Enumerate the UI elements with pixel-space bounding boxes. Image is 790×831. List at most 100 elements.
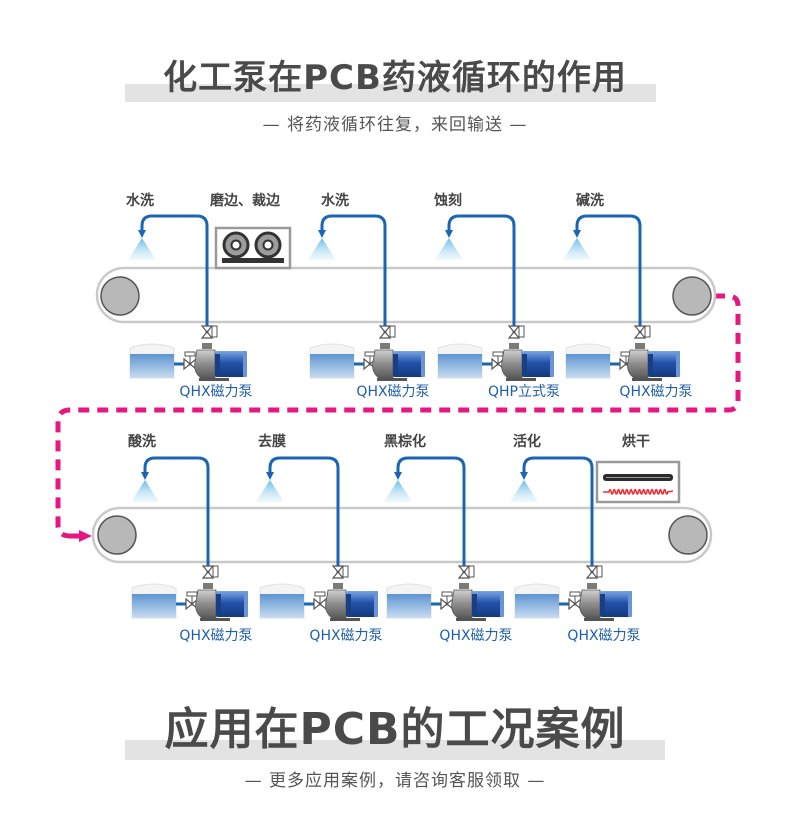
pump-motor-end (676, 351, 680, 377)
spray-nozzle-icon (131, 480, 159, 502)
stage-label: 酸洗 (128, 433, 156, 450)
pump-base (632, 378, 662, 381)
outlet-valve-handle-icon (211, 325, 218, 338)
spray-nozzle-icon (128, 238, 156, 260)
tank-liquid (260, 594, 304, 618)
tank-liquid (387, 594, 431, 618)
supply-pipe (520, 456, 594, 576)
pump-motor-end (244, 591, 248, 617)
pump-casing (627, 349, 649, 379)
pump-base (456, 618, 486, 621)
page-subtitle: — 将药液循环往复，来回输送 — (262, 115, 528, 135)
conveyor-roller (668, 515, 708, 555)
spray-nozzle-icon (256, 480, 284, 502)
pump-outlet-flange (203, 583, 213, 589)
pump-motor (215, 351, 247, 377)
valve-handle-icon (364, 351, 376, 357)
outlet-valve-icon (585, 565, 599, 579)
pump-base (377, 378, 407, 381)
pump-label: QHX磁力泵 (356, 384, 429, 400)
pump-motor-end (374, 591, 378, 617)
pump-outlet-flange (635, 343, 645, 349)
outlet-valve-icon (507, 325, 521, 339)
footer-title-band (125, 740, 665, 760)
pump-motor-band (472, 594, 477, 614)
grinder-hub-icon (230, 239, 242, 251)
pump-motor-end (243, 351, 247, 377)
pump-label: QHP立式泵 (488, 384, 560, 400)
pump-label: QHX磁力泵 (179, 384, 252, 400)
pump-casing (579, 589, 601, 619)
spray-nozzle-icon (384, 480, 412, 502)
pump-motor (216, 591, 248, 617)
pump-base (506, 378, 536, 381)
pump-label: QHX磁力泵 (309, 628, 382, 644)
outlet-valve-handle-icon (468, 565, 475, 578)
stage-label: 蚀刻 (433, 192, 462, 209)
spray-nozzle-icon (435, 238, 463, 260)
stage-label: 去膜 (258, 433, 286, 450)
pump-motor (346, 591, 378, 617)
pump-label: QHX磁力泵 (439, 628, 512, 644)
stage-label: 水洗 (321, 192, 349, 209)
valve-handle-icon (441, 591, 453, 597)
stage-label: 活化 (513, 433, 541, 450)
pump-motor-band (600, 594, 605, 614)
pump-motor-band (522, 354, 527, 374)
pump-base (330, 618, 360, 621)
spray-nozzle-icon (510, 480, 538, 502)
stage-label: 烘干 (622, 433, 650, 450)
valve-handle-icon (492, 351, 504, 357)
outlet-valve-icon (331, 565, 345, 579)
grinder-base-icon (222, 258, 284, 263)
pump-casing (325, 589, 347, 619)
stage-label: 黑棕化 (384, 433, 426, 450)
pump-label: QHX磁力泵 (179, 628, 252, 644)
grinder-hub-icon (262, 239, 274, 251)
footer-subtitle: — 更多应用案例，请咨询客服领取 — (244, 771, 546, 791)
flow-connector-dashed (55, 293, 741, 539)
pump-motor-end (421, 351, 425, 377)
tank-liquid (515, 594, 559, 618)
valve-handle-icon (184, 351, 196, 357)
pump-casing (451, 589, 473, 619)
valve-handle-icon (186, 591, 198, 597)
pump-label: QHX磁力泵 (567, 628, 640, 644)
pump-outlet-flange (380, 343, 390, 349)
pump-base (199, 378, 229, 381)
pump-outlet-flange (202, 343, 212, 349)
outlet-valve-icon (633, 325, 647, 339)
pump-outlet-flange (509, 343, 519, 349)
pump-base (584, 618, 614, 621)
supply-pipe (318, 214, 387, 336)
pump-casing (372, 349, 394, 379)
outlet-valve-icon (200, 325, 214, 339)
dryer-icon (595, 460, 681, 504)
pump-motor (472, 591, 504, 617)
stage-label: 碱洗 (576, 192, 604, 209)
outlet-valve-handle-icon (212, 565, 219, 578)
outlet-valve-icon (378, 325, 392, 339)
pump-motor-end (500, 591, 504, 617)
tank-liquid (438, 354, 482, 378)
page-title: 化工泵在PCB药液循环的作用 (163, 58, 627, 98)
pump-casing (501, 349, 523, 379)
conveyor-belt (95, 266, 717, 324)
conveyor-roller (97, 515, 137, 555)
outlet-valve-icon (201, 565, 215, 579)
tank-liquid (310, 354, 354, 378)
pump-base (200, 618, 230, 621)
valve-handle-icon (314, 591, 326, 597)
pump-outlet-flange (333, 583, 343, 589)
pump-outlet-flange (459, 583, 469, 589)
tank-liquid (566, 354, 610, 378)
pump-motor-band (346, 594, 351, 614)
stage-label: 水洗 (126, 192, 154, 209)
supply-pipe (445, 214, 516, 336)
pump-motor-band (648, 354, 653, 374)
pump-outlet-flange (587, 583, 597, 589)
spray-nozzle-icon (563, 238, 591, 260)
supply-pipe (266, 456, 340, 576)
